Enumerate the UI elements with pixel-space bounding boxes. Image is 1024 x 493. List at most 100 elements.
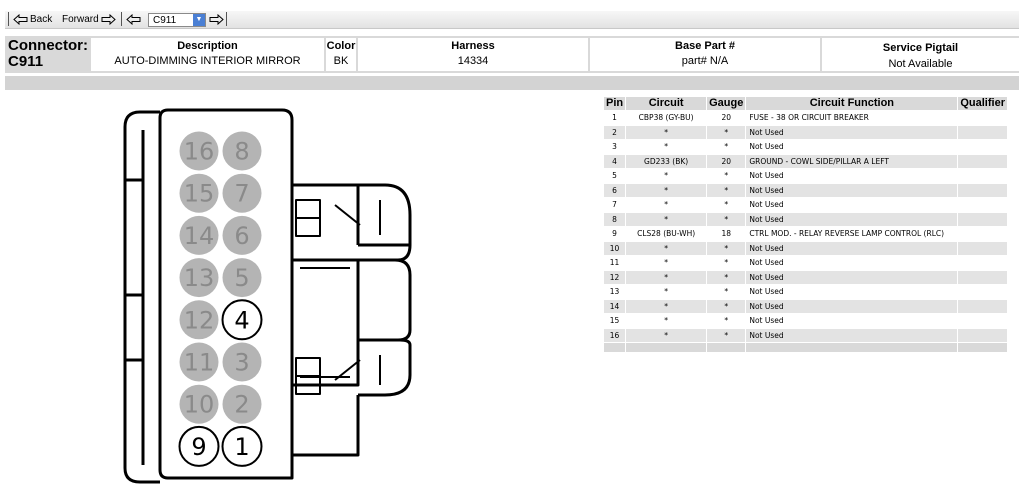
pin-circle <box>222 342 262 382</box>
gauge-cell: * <box>706 211 747 227</box>
function-cell: Not Used <box>745 327 959 343</box>
pin-number-label: 8 <box>234 138 249 166</box>
circuit-cell: CLS28 (BU-WH) <box>625 226 708 242</box>
pin-cell: 15 <box>602 313 627 329</box>
pin-cavity-14: 14 <box>179 215 219 255</box>
table-footer-row <box>602 342 1008 353</box>
table-row: 14**Not Used <box>602 298 1008 314</box>
function-cell: FUSE - 38 OR CIRCUIT BREAKER <box>745 110 959 126</box>
pin-circle <box>179 384 219 424</box>
gauge-cell: * <box>706 327 747 343</box>
circuit-cell: CBP38 (GY-BU) <box>625 110 708 126</box>
pin-cell: 9 <box>602 226 627 242</box>
gauge-cell: * <box>706 269 747 285</box>
footer-cell <box>602 342 627 353</box>
navigation-toolbar: Back Forward C911 ▼ <box>5 11 1019 29</box>
qualifier-cell <box>957 255 1008 271</box>
table-row: 15**Not Used <box>602 313 1008 329</box>
table-row: 6**Not Used <box>602 182 1008 198</box>
qualifier-cell <box>957 197 1008 213</box>
next-connector-button[interactable] <box>209 12 224 27</box>
pin-cell: 8 <box>602 211 627 227</box>
table-row: 12**Not Used <box>602 269 1008 285</box>
pin-circle <box>221 299 263 341</box>
description-cell: Description AUTO-DIMMING INTERIOR MIRROR <box>91 38 324 71</box>
color-title: Color <box>326 40 356 52</box>
pin-column-header: Pin <box>602 96 627 111</box>
qualifier-cell <box>957 284 1008 300</box>
table-row: 2**Not Used <box>602 124 1008 140</box>
pin-cavity-12: 12 <box>179 300 219 340</box>
connector-label: Connector: <box>8 37 88 54</box>
pin-circle <box>179 300 219 340</box>
pin-number-label: 12 <box>184 306 215 334</box>
pin-cavity-10: 10 <box>179 384 219 424</box>
pin-circle <box>179 131 219 171</box>
gauge-cell: 20 <box>706 110 747 126</box>
pin-number-label: 5 <box>234 264 249 292</box>
pin-number-label: 3 <box>234 349 249 377</box>
base-part-value: part# N/A <box>681 55 729 67</box>
toolbar-separator <box>226 12 227 26</box>
connector-id: C911 <box>8 53 44 70</box>
pin-number-label: 11 <box>184 349 215 377</box>
table-row: 8**Not Used <box>602 211 1008 227</box>
pin-cell: 3 <box>602 139 627 155</box>
gauge-cell: * <box>706 182 747 198</box>
chevron-down-icon[interactable]: ▼ <box>193 14 205 26</box>
pin-cell: 11 <box>602 255 627 271</box>
color-value: BK <box>333 55 349 67</box>
function-cell: Not Used <box>745 139 959 155</box>
pin-number-label: 16 <box>184 138 215 166</box>
previous-connector-button[interactable] <box>126 12 141 27</box>
toolbar-separator <box>8 12 9 26</box>
circuit-cell: * <box>625 211 708 227</box>
gauge-cell: 20 <box>706 153 747 169</box>
pin-table-header-row: Pin Circuit Gauge Circuit Function Quali… <box>602 96 1008 111</box>
footer-cell <box>957 342 1008 353</box>
table-row: 3**Not Used <box>602 139 1008 155</box>
connector-select[interactable]: C911 ▼ <box>148 13 206 27</box>
table-row: 5**Not Used <box>602 168 1008 184</box>
function-cell: Not Used <box>745 211 959 227</box>
gauge-cell: * <box>706 313 747 329</box>
qualifier-cell <box>957 226 1008 242</box>
footer-cell <box>745 342 959 353</box>
pin-number-label: 1 <box>234 433 249 461</box>
arrow-right-icon <box>101 14 116 25</box>
pin-circle <box>222 384 262 424</box>
qualifier-cell <box>957 327 1008 343</box>
pin-cell: 16 <box>602 327 627 343</box>
pin-cavity-13: 13 <box>179 258 219 298</box>
qualifier-column-header: Qualifier <box>957 96 1008 111</box>
back-button[interactable]: Back <box>13 12 52 27</box>
forward-button[interactable]: Forward <box>62 12 116 27</box>
qualifier-cell <box>957 313 1008 329</box>
pin-cavity-16: 16 <box>179 131 219 171</box>
pin-cell: 1 <box>602 110 627 126</box>
function-cell: Not Used <box>745 284 959 300</box>
circuit-cell: * <box>625 240 708 256</box>
pin-cavity-4: 4 <box>221 299 263 341</box>
function-cell: Not Used <box>745 298 959 314</box>
toolbar-separator <box>121 12 122 26</box>
gauge-cell: * <box>706 284 747 300</box>
gauge-cell: * <box>706 240 747 256</box>
table-row: 16**Not Used <box>602 327 1008 343</box>
pin-cavity-1: 1 <box>221 425 263 467</box>
pin-circle <box>222 131 262 171</box>
circuit-cell: * <box>625 284 708 300</box>
pin-cavity-15: 15 <box>179 173 219 213</box>
pin-circle <box>179 342 219 382</box>
qualifier-cell <box>957 110 1008 126</box>
pin-circle <box>222 173 262 213</box>
qualifier-cell <box>957 168 1008 184</box>
pin-cell: 10 <box>602 240 627 256</box>
gauge-cell: * <box>706 255 747 271</box>
pin-circle <box>222 258 262 298</box>
pin-cavity-3: 3 <box>222 342 262 382</box>
pin-cavity-7: 7 <box>222 173 262 213</box>
pin-circle <box>179 173 219 213</box>
